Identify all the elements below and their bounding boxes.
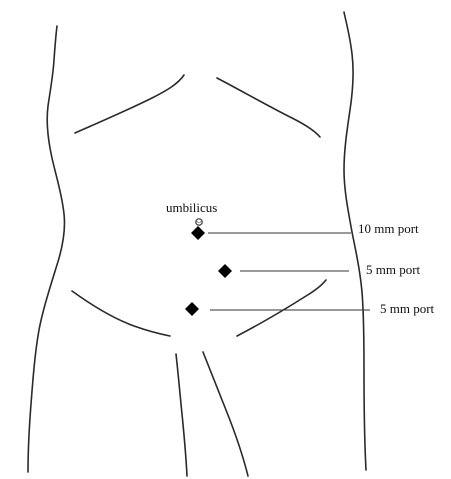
left-chest-line [75,75,184,133]
port-marker-5mm-middle [218,264,232,278]
right-chest-line [217,78,320,137]
port-marker-5mm-lower [185,302,199,316]
left-inguinal-line [72,291,170,336]
right-inguinal-line [237,280,326,336]
torso-right-outline [344,12,366,470]
port-marker-10mm-umbilical [191,226,205,240]
torso-left-outline [28,26,65,472]
port-label-10mm: 10 mm port [358,222,419,235]
port-label-5mm-lower: 5 mm port [380,302,434,315]
umbilicus-icon [196,219,202,225]
left-inner-thigh [176,354,187,476]
port-label-5mm-middle: 5 mm port [366,263,420,276]
right-inner-thigh [203,352,248,476]
umbilicus-label: umbilicus [166,201,217,214]
